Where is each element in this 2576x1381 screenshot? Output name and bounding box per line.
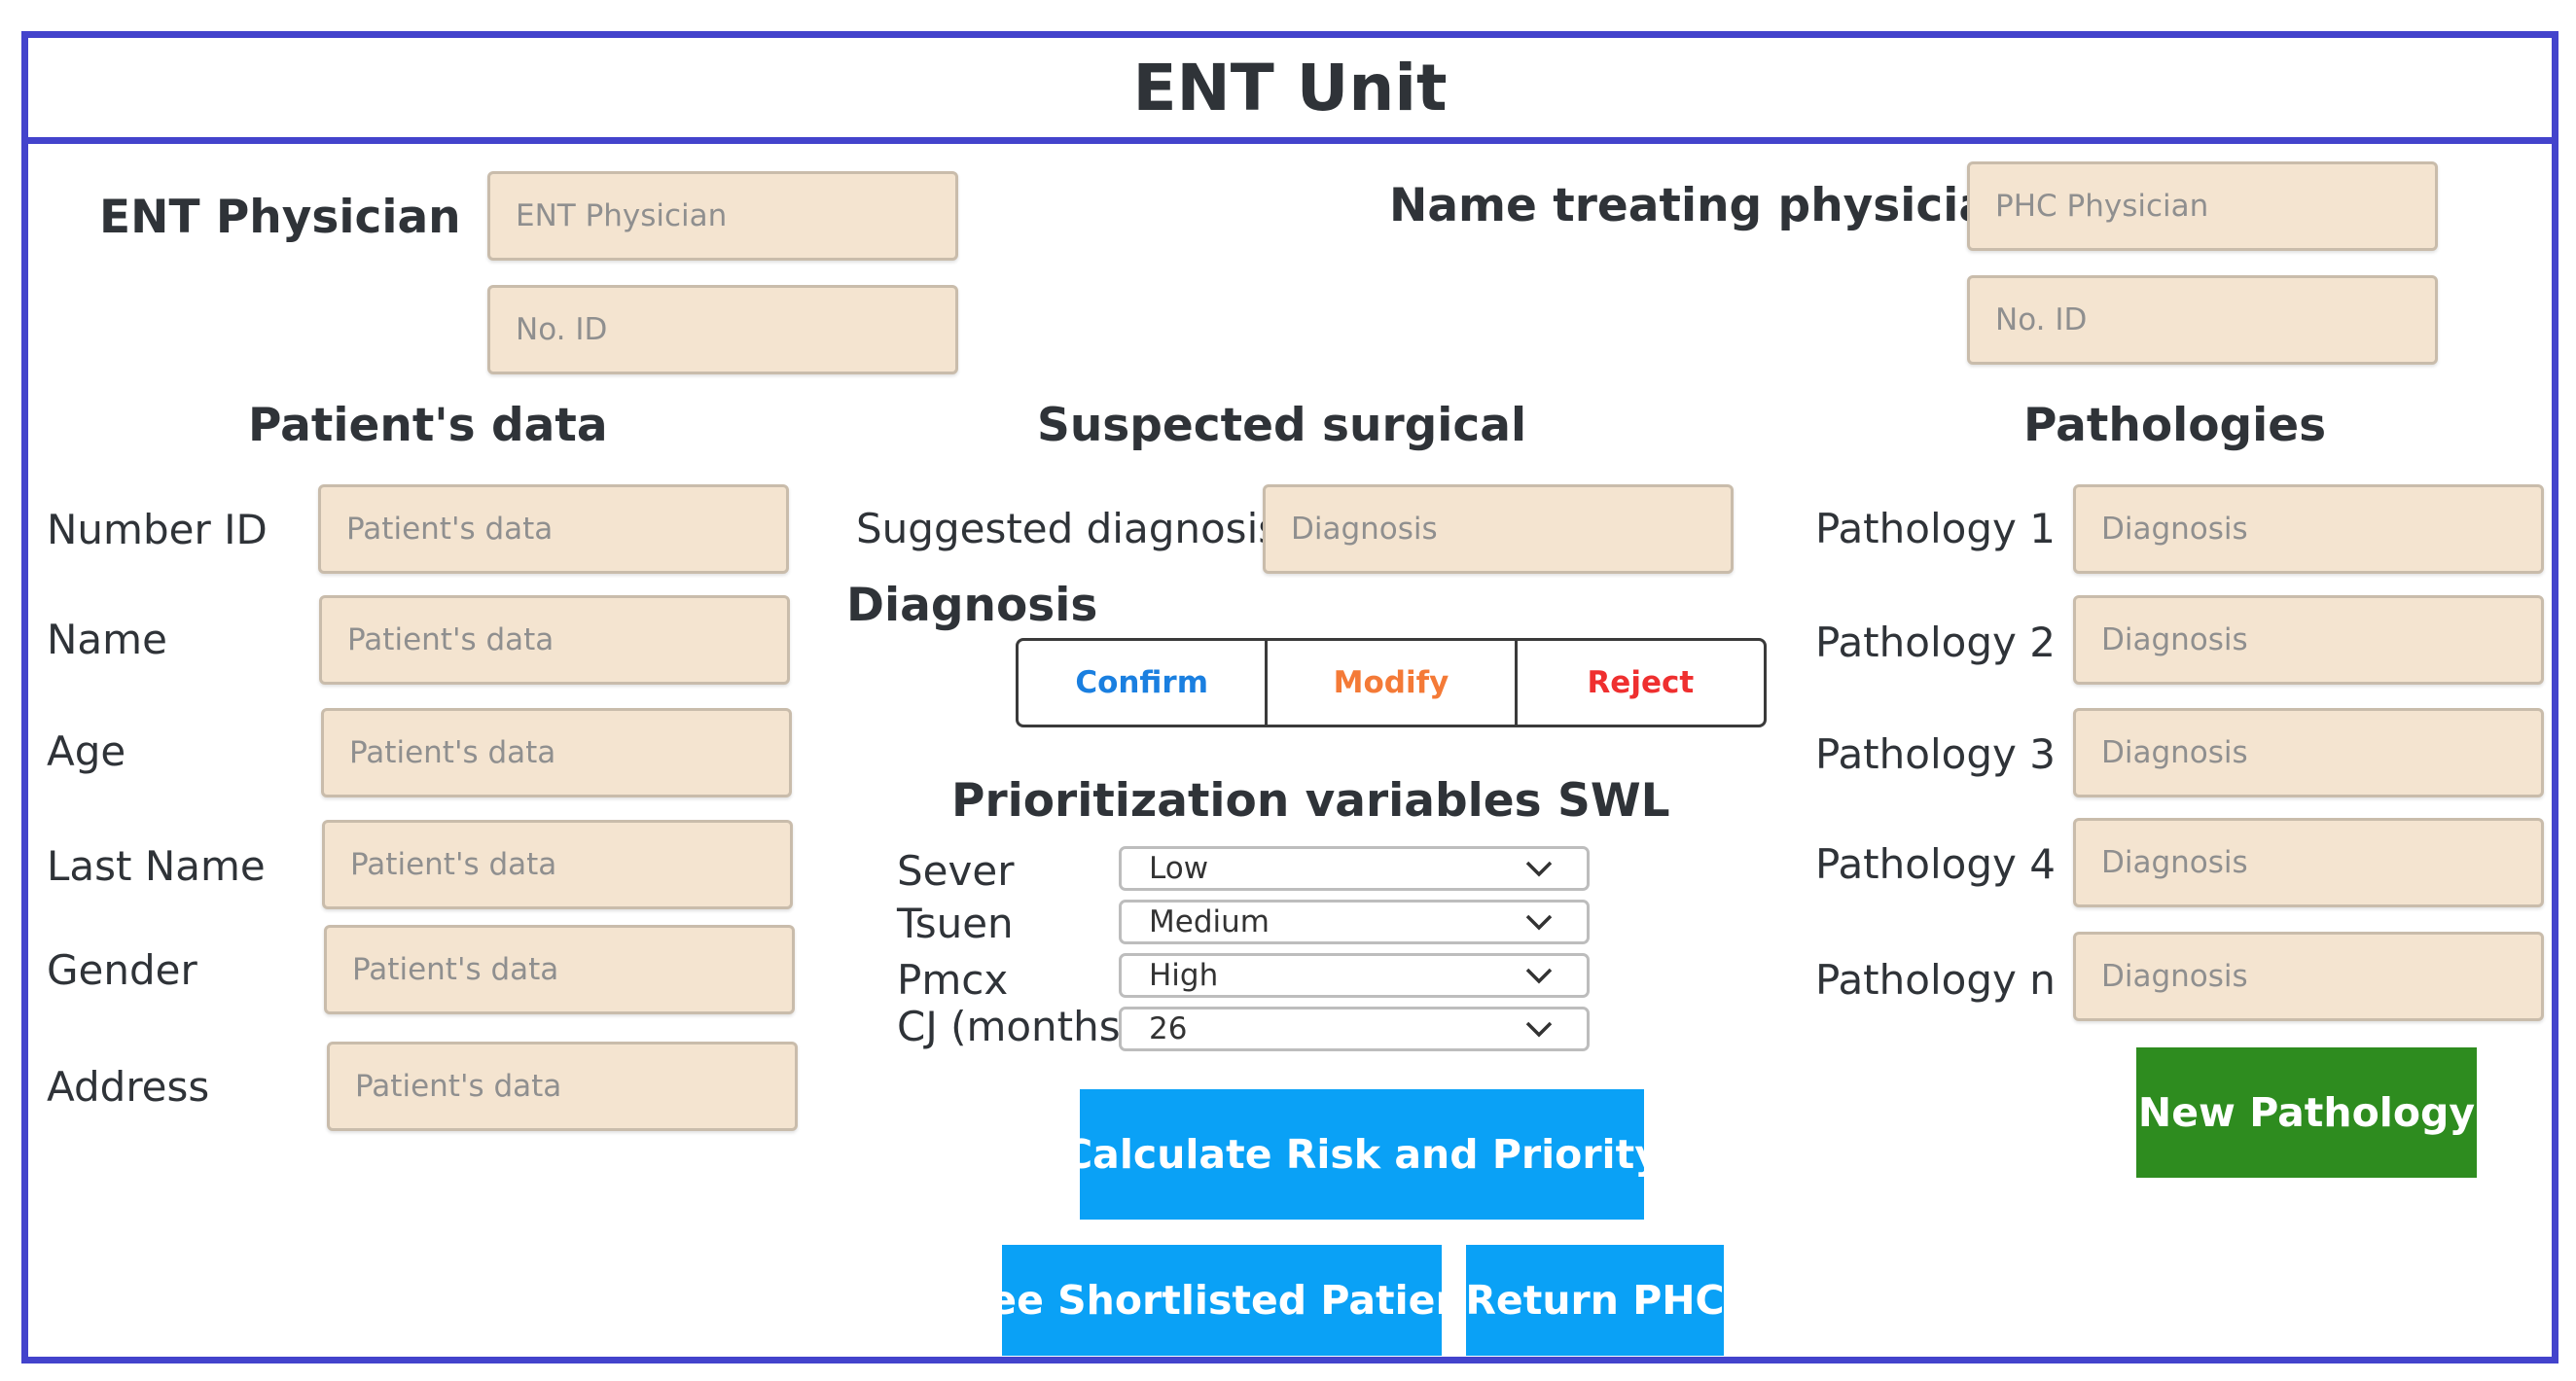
pathology-4-field[interactable]: Diagnosis <box>2073 818 2544 907</box>
page-title: ENT Unit <box>1132 50 1448 125</box>
patient-age-field[interactable]: Patient's data <box>321 708 792 797</box>
modify-button[interactable]: Modify <box>1265 641 1514 725</box>
ent-physician-name-field[interactable]: ENT Physician <box>487 171 958 261</box>
patient-last-name-field[interactable]: Patient's data <box>322 820 793 909</box>
patient-label-last-name: Last Name <box>47 842 266 890</box>
variable-label-pmcx: Pmcx <box>897 956 1009 1004</box>
ent-physician-id-field[interactable]: No. ID <box>487 285 958 374</box>
pathology-label-1: Pathology 1 <box>1815 505 2056 552</box>
treating-physician-label: Name treating physician <box>1389 179 2022 232</box>
pmcx-value: High <box>1149 958 1219 993</box>
tsuen-value: Medium <box>1149 904 1270 939</box>
variable-label-sever: Sever <box>897 847 1015 895</box>
pathology-label-4: Pathology 4 <box>1815 840 2056 888</box>
variable-label-tsuen: Tsuen <box>897 900 1014 947</box>
pathology-n-field[interactable]: Diagnosis <box>2073 932 2544 1021</box>
variable-label-cj-months: CJ (months) <box>897 1003 1137 1050</box>
tsuen-select[interactable]: Medium <box>1119 900 1590 944</box>
chevron-down-icon <box>1525 1021 1553 1038</box>
patient-label-age: Age <box>47 727 126 775</box>
prioritization-heading: Prioritization variables SWL <box>951 774 1670 828</box>
patient-label-name: Name <box>47 616 167 663</box>
patient-address-field[interactable]: Patient's data <box>327 1042 798 1131</box>
pathology-label-3: Pathology 3 <box>1815 730 2056 778</box>
return-phc-button[interactable]: Return PHC <box>1465 1245 1725 1356</box>
treating-physician-name-field[interactable]: PHC Physician <box>1967 161 2438 251</box>
chevron-down-icon <box>1525 968 1553 984</box>
patient-data-heading: Patient's data <box>248 399 608 452</box>
patient-label-gender: Gender <box>47 946 197 994</box>
suggested-diagnosis-label: Suggested diagnosis <box>856 505 1280 552</box>
new-pathology-button[interactable]: New Pathology <box>2136 1047 2477 1178</box>
pathology-2-field[interactable]: Diagnosis <box>2073 595 2544 685</box>
chevron-down-icon <box>1525 914 1553 931</box>
ent-unit-window: ENT Unit <box>21 31 2558 1363</box>
reject-button[interactable]: Reject <box>1514 641 1764 725</box>
treating-physician-id-field[interactable]: No. ID <box>1967 275 2438 365</box>
patient-number-id-field[interactable]: Patient's data <box>318 484 789 574</box>
patient-label-address: Address <box>47 1063 210 1111</box>
pathologies-heading: Pathologies <box>2023 399 2327 452</box>
cj-months-value: 26 <box>1149 1011 1188 1046</box>
diagnosis-action-group: Confirm Modify Reject <box>1016 638 1767 727</box>
chevron-down-icon <box>1525 861 1553 877</box>
sever-value: Low <box>1149 851 1209 886</box>
pathology-1-field[interactable]: Diagnosis <box>2073 484 2544 574</box>
patient-label-number-id: Number ID <box>47 506 268 553</box>
title-bar: ENT Unit <box>28 38 2552 144</box>
pathology-3-field[interactable]: Diagnosis <box>2073 708 2544 797</box>
pathology-label-2: Pathology 2 <box>1815 619 2056 666</box>
sever-select[interactable]: Low <box>1119 846 1590 891</box>
diagnosis-label: Diagnosis <box>846 579 1098 632</box>
suggested-diagnosis-field[interactable]: Diagnosis <box>1263 484 1734 574</box>
pathology-label-n: Pathology n <box>1815 956 2056 1004</box>
patient-name-field[interactable]: Patient's data <box>319 595 790 685</box>
calculate-risk-priority-button[interactable]: Calculate Risk and Priority <box>1063 1089 1661 1220</box>
cj-months-select[interactable]: 26 <box>1119 1007 1590 1051</box>
suspected-surgical-heading: Suspected surgical <box>1037 399 1527 452</box>
confirm-button[interactable]: Confirm <box>1075 665 1208 700</box>
ent-physician-label: ENT Physician <box>99 191 461 244</box>
pmcx-select[interactable]: High <box>1119 953 1590 998</box>
patient-gender-field[interactable]: Patient's data <box>324 925 795 1014</box>
see-shortlisted-patient-button[interactable]: See Shortlisted Patient <box>961 1245 1483 1356</box>
